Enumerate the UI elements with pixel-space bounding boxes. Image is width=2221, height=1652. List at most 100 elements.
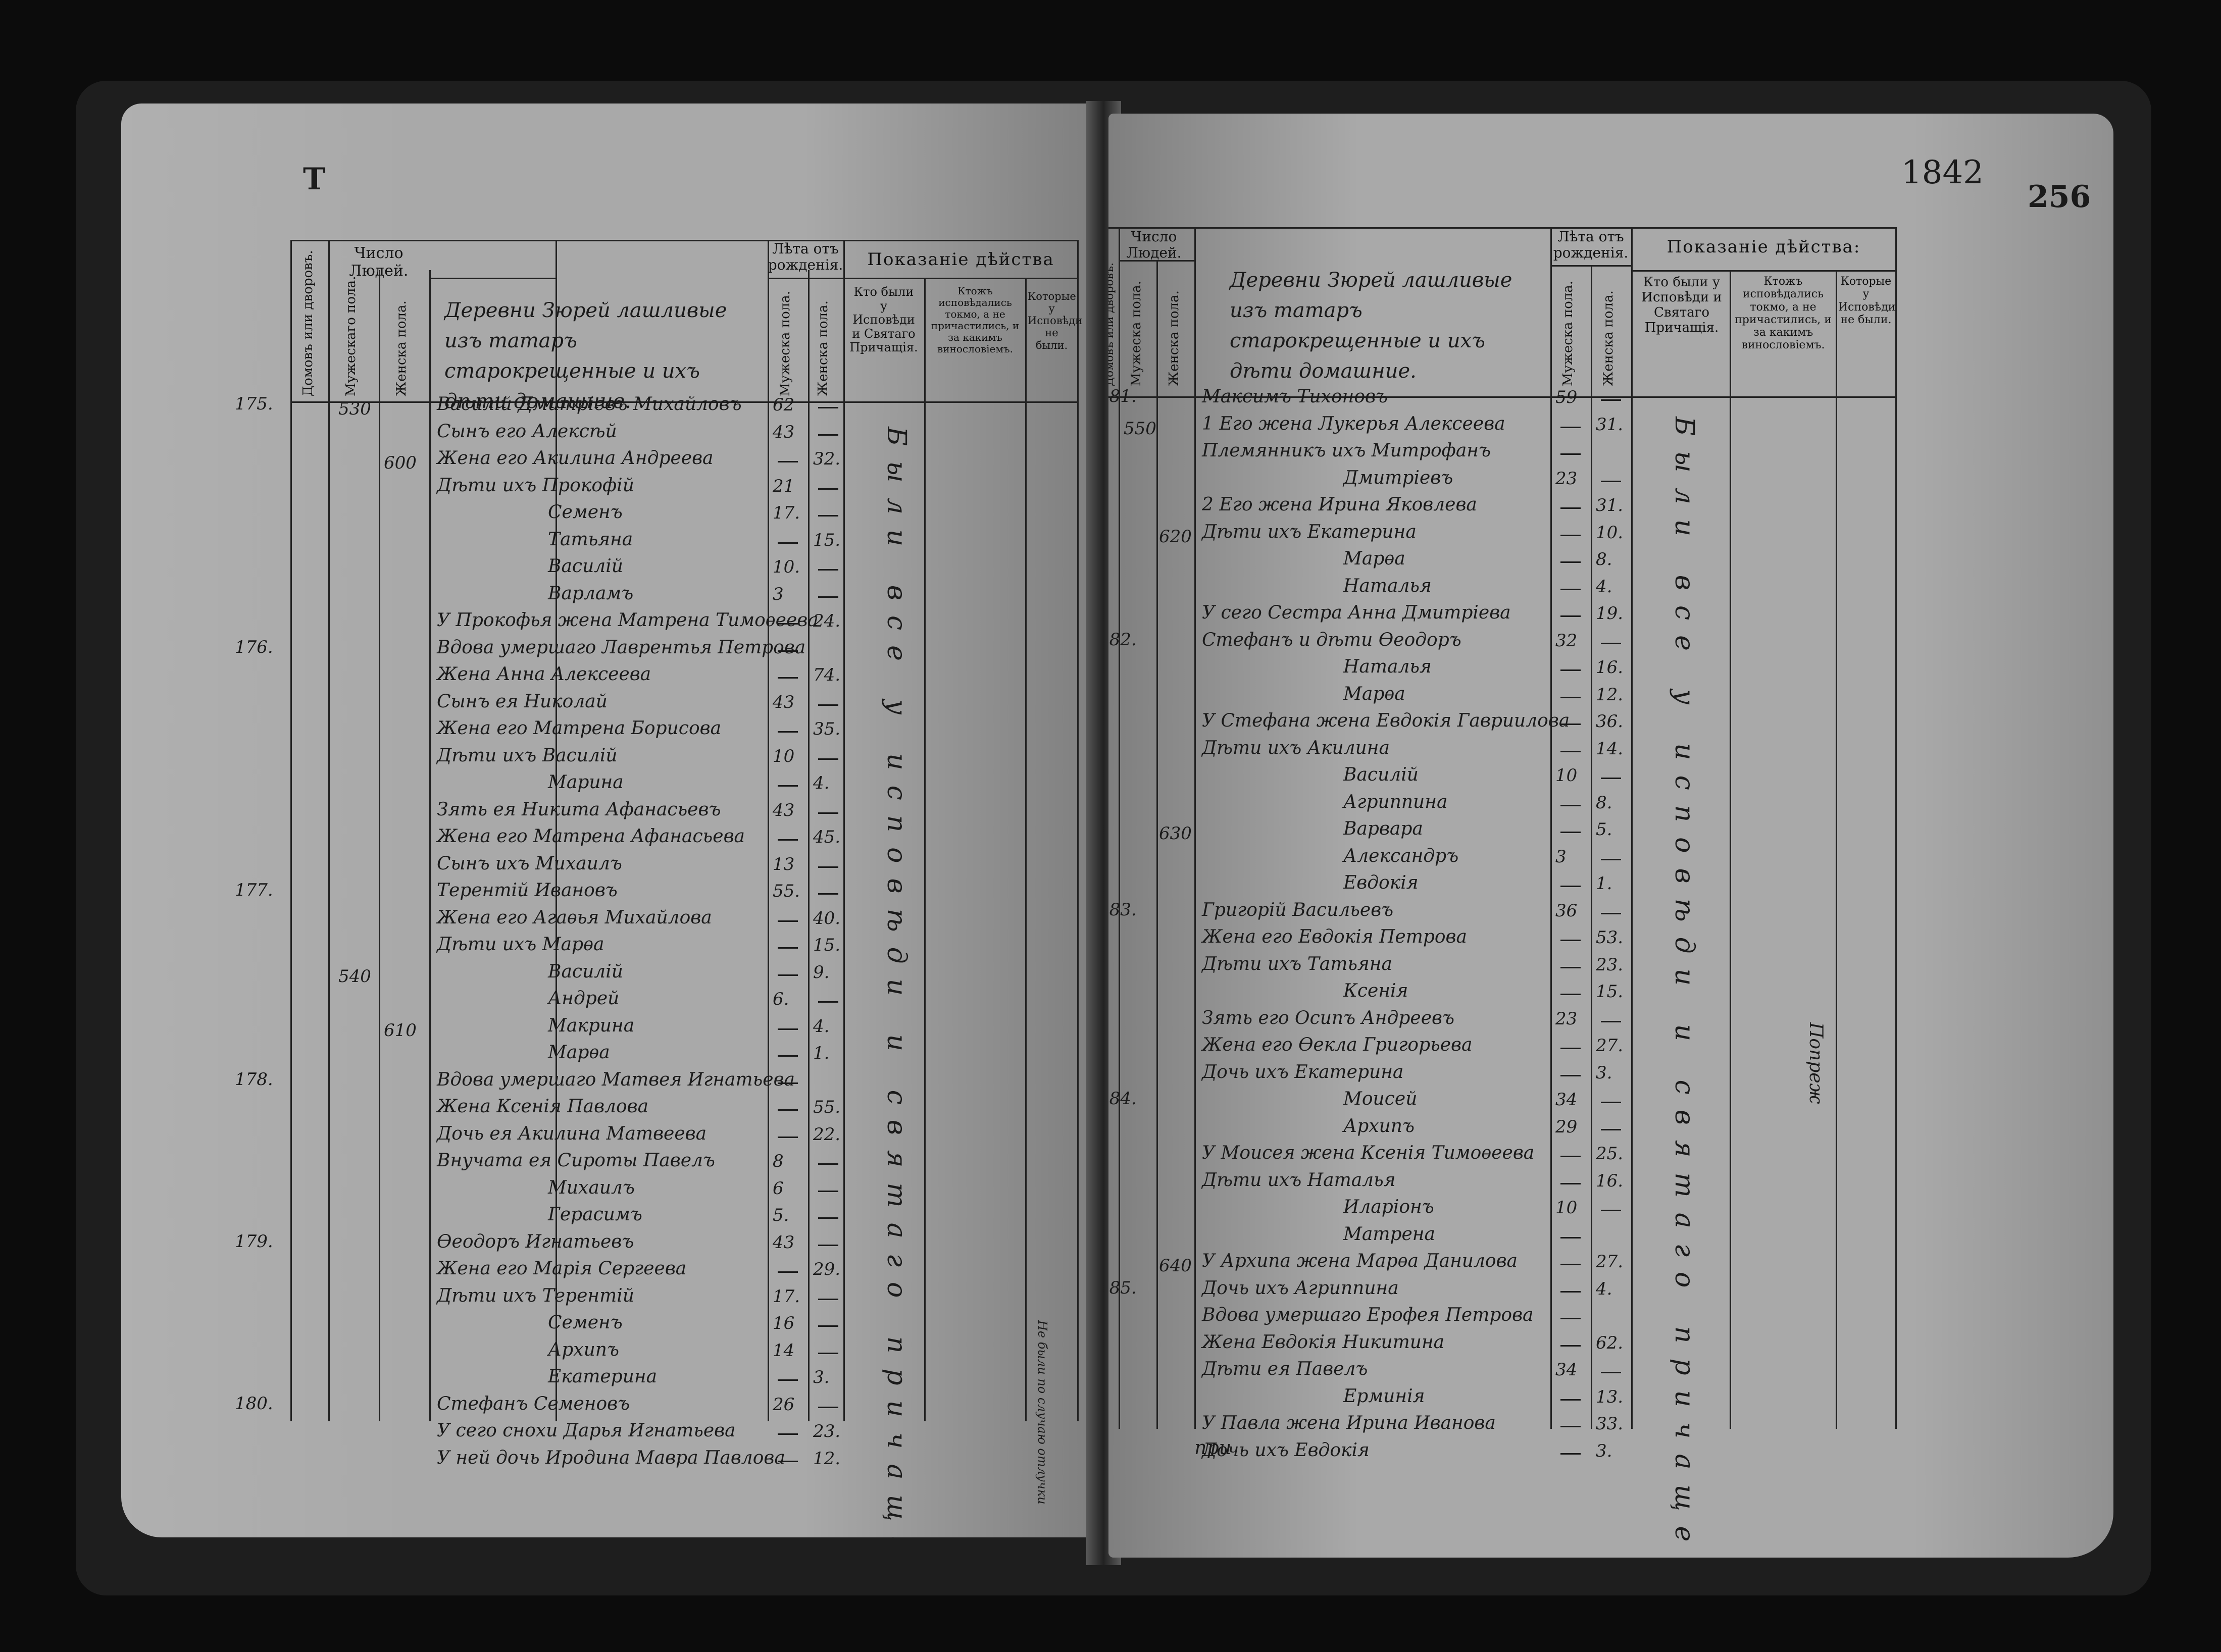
empty-cell-dash xyxy=(818,704,838,706)
left-corner-mark: T xyxy=(303,162,326,197)
empty-cell-dash xyxy=(1560,453,1581,455)
person-entry: Жена Анна Алексеева xyxy=(437,664,651,685)
person-entry: У ней дочь Иродина Маврa Павлова xyxy=(437,1447,785,1468)
person-entry: Сынъ его Алексѣй xyxy=(437,421,617,442)
left-header-domov: Домовъ или дворовъ. xyxy=(300,250,316,396)
left-col-muzh xyxy=(379,270,380,1421)
male-age: 43 xyxy=(773,800,795,820)
female-age: 35. xyxy=(813,719,841,739)
female-age: 36. xyxy=(1596,711,1624,732)
male-age: 3 xyxy=(773,584,784,604)
female-age: 3. xyxy=(1596,1440,1612,1461)
female-age: 29. xyxy=(813,1259,841,1279)
empty-cell-dash xyxy=(1560,426,1581,428)
left-caption: Деревни Зюрей лашливые изъ татаръ старок… xyxy=(444,299,727,413)
female-age: 22. xyxy=(813,1124,841,1145)
right-col-domov xyxy=(1119,227,1120,1429)
empty-cell-dash xyxy=(818,515,838,517)
person-entry: Жена его Агаѳья Михайлова xyxy=(437,907,712,928)
empty-cell-dash xyxy=(1601,912,1621,914)
female-tally: 630 xyxy=(1159,823,1192,844)
male-age: 43 xyxy=(773,692,795,712)
female-age: 12. xyxy=(813,1448,841,1469)
left-page: T Число Людей. Домовъ или дворовъ. Мужес… xyxy=(121,104,1096,1537)
empty-cell-dash xyxy=(1560,669,1581,671)
right-footer: при xyxy=(1194,1436,1232,1459)
female-age: 14. xyxy=(1596,738,1624,759)
person-entry: Марѳа xyxy=(1343,683,1405,704)
right-col-kto xyxy=(1631,227,1633,1429)
person-entry: Наталья xyxy=(1343,656,1432,677)
female-age: 24. xyxy=(813,611,841,631)
right-col-names xyxy=(1194,227,1196,1429)
person-entry: Стефанъ Семеновъ xyxy=(437,1393,630,1414)
left-chislo-rule xyxy=(429,278,556,279)
female-age: 1. xyxy=(1596,873,1612,894)
right-header-domov: Домовъ или дворовъ. xyxy=(1108,262,1116,386)
person-entry: Дѣти ихъ Наталья xyxy=(1202,1169,1396,1191)
empty-cell-dash xyxy=(1601,1372,1621,1373)
left-leta-rule xyxy=(768,278,843,279)
person-entry: Вдова умершаго Матвея Игнатьева xyxy=(437,1069,795,1090)
empty-cell-dash xyxy=(778,974,798,976)
right-header-chislo: Число Людей. xyxy=(1126,228,1182,262)
person-entry: Марина xyxy=(548,772,624,793)
person-entry: Стефанъ и дѣти Ѳеодоръ xyxy=(1202,629,1461,650)
right-caption: Деревни Зюрей лашливые изъ татаръ старок… xyxy=(1230,269,1512,383)
female-tally: 610 xyxy=(384,1020,417,1041)
person-entry: Иларіонъ xyxy=(1343,1197,1434,1217)
person-entry: Михаилъ xyxy=(548,1177,635,1198)
person-entry: Варламъ xyxy=(548,583,634,604)
female-age: 27. xyxy=(1596,1252,1624,1272)
empty-cell-dash xyxy=(1560,886,1581,887)
empty-cell-dash xyxy=(1560,966,1581,968)
male-age: 23 xyxy=(1555,1008,1578,1029)
household-number: 175. xyxy=(235,394,273,414)
empty-cell-dash xyxy=(818,1406,838,1408)
empty-cell-dash xyxy=(778,461,798,462)
person-entry: Василій xyxy=(1343,764,1419,785)
person-entry: Григорій Васильевъ xyxy=(1202,899,1394,920)
male-age: 36 xyxy=(1555,900,1578,921)
right-header-leta: Лѣта отъ рожденія. xyxy=(1553,228,1629,262)
person-entry: Сынъ ея Николай xyxy=(437,691,608,712)
male-age: 6 xyxy=(773,1178,784,1199)
female-age: 5. xyxy=(1596,819,1612,840)
empty-cell-dash xyxy=(818,1217,838,1219)
person-entry: Племянникъ ихъ Митрофанъ xyxy=(1202,440,1491,461)
male-age: 10 xyxy=(1555,765,1578,786)
female-age: 19. xyxy=(1596,603,1624,624)
right-header-pokazanie: Показаніе дѣйства: xyxy=(1667,237,1861,257)
right-col-leta-m xyxy=(1550,227,1552,1429)
person-entry: Василій xyxy=(548,556,623,577)
male-tally: 530 xyxy=(338,399,371,419)
empty-cell-dash xyxy=(778,1109,798,1111)
person-entry: У Моисея жена Ксенія Тимоѳеева xyxy=(1202,1143,1535,1163)
female-age: 8. xyxy=(1596,792,1612,813)
empty-cell-dash xyxy=(818,866,838,868)
empty-cell-dash xyxy=(1601,1128,1621,1130)
person-entry: Жена его Евдокія Петрова xyxy=(1202,926,1467,947)
female-age: 31. xyxy=(1596,495,1624,515)
household-number: 177. xyxy=(235,880,273,900)
male-age: 13 xyxy=(773,854,795,874)
female-age: 15. xyxy=(813,935,841,955)
empty-cell-dash xyxy=(1601,858,1621,860)
female-age: 9. xyxy=(813,962,830,983)
empty-cell-dash xyxy=(1560,750,1581,752)
female-tally: 640 xyxy=(1159,1256,1192,1276)
empty-cell-dash xyxy=(1560,1290,1581,1293)
person-entry: Марѳа xyxy=(1343,548,1405,569)
empty-cell-dash xyxy=(1560,507,1581,509)
male-age: 17. xyxy=(773,503,800,523)
right-header-leta-w: Женска пола. xyxy=(1601,290,1616,386)
left-header-leta: Лѣта отъ рожденія. xyxy=(768,240,843,274)
female-age: 16. xyxy=(1596,657,1624,678)
empty-cell-dash xyxy=(818,1298,838,1300)
person-entry: Дѣти ихъ Прокофій xyxy=(437,475,634,496)
household-number: 176. xyxy=(235,637,273,657)
person-entry: У сего снохи Дарья Игнатьева xyxy=(437,1420,736,1441)
household-number: 178. xyxy=(235,1069,273,1090)
empty-cell-dash xyxy=(778,785,798,787)
female-age: 4. xyxy=(1596,1278,1612,1299)
